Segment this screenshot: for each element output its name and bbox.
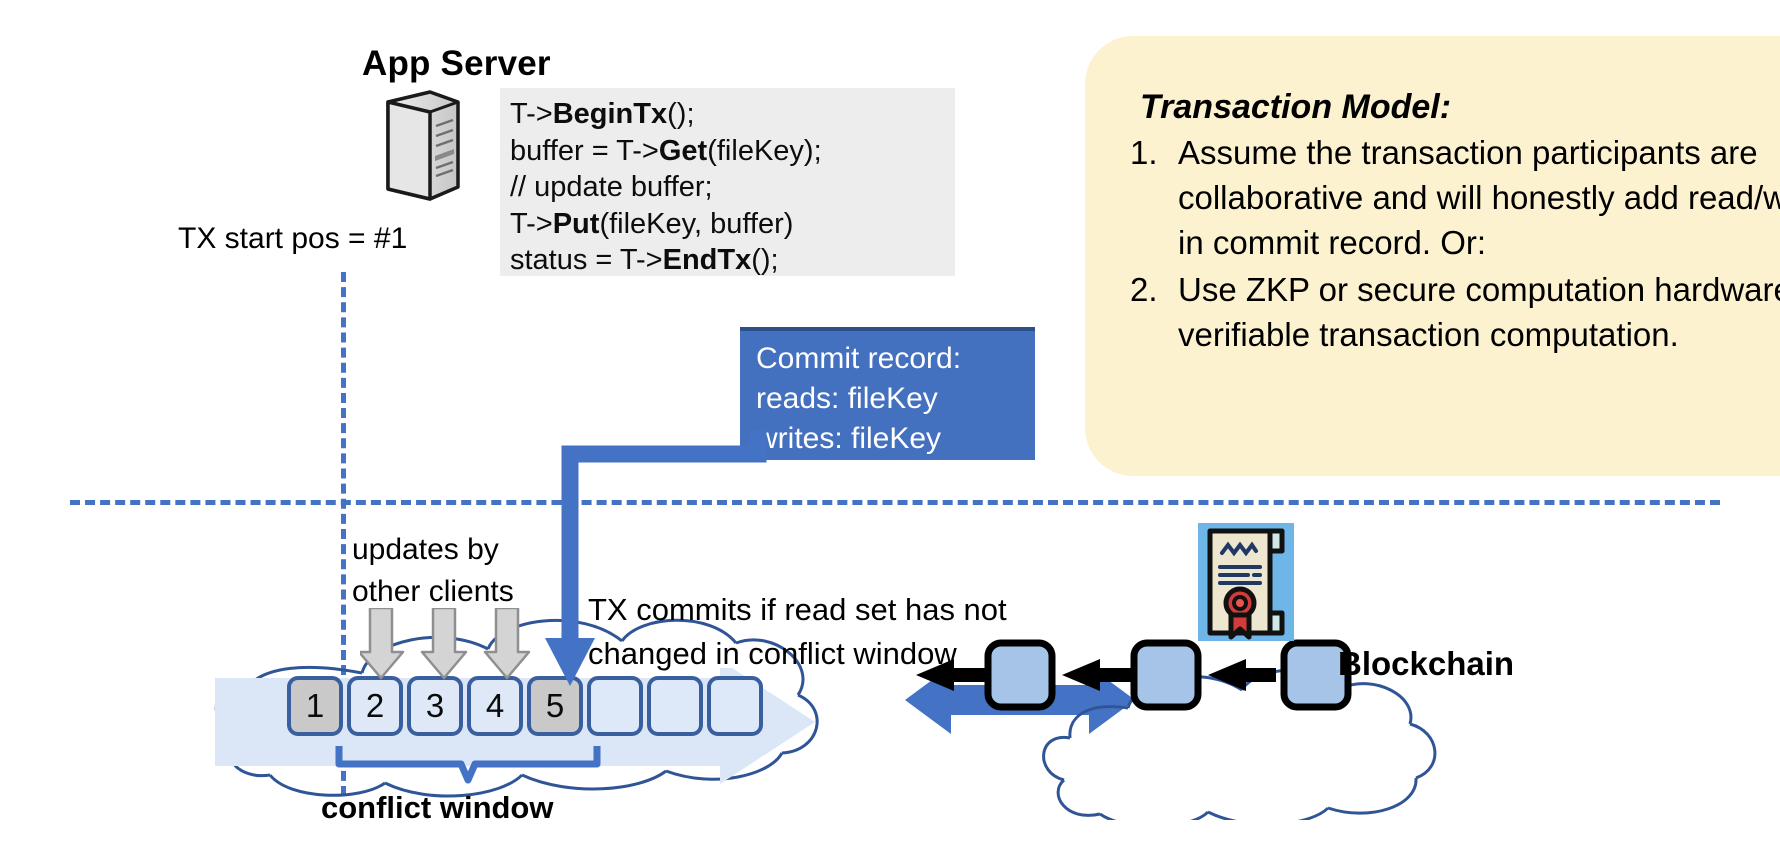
- ledger-cell[interactable]: 5: [527, 676, 583, 736]
- ledger-cell[interactable]: 2: [347, 676, 403, 736]
- server-tower-icon: [368, 88, 478, 203]
- note-list-item: 2. Use ZKP or secure computation hardwar…: [1130, 271, 1780, 353]
- ledger-cell[interactable]: [647, 676, 703, 736]
- ledger-cells-row: 1 2 3 4 5: [287, 676, 763, 736]
- code-line-0: T->BeginTx();: [510, 98, 695, 130]
- ledger-cell[interactable]: 3: [407, 676, 463, 736]
- tier-separator-dashed-line: [70, 500, 1720, 505]
- update-arrow-icon: [360, 608, 405, 680]
- ledger-cell[interactable]: 4: [467, 676, 523, 736]
- conflict-window-label: conflict window: [321, 790, 554, 825]
- certificate-icon: [1198, 523, 1294, 641]
- tx-start-pos-dashed-line: [341, 272, 346, 796]
- code-line-3: T->Put(fileKey, buffer): [510, 207, 794, 240]
- commit-flow-arrow: [545, 430, 767, 686]
- ledger-cell[interactable]: [707, 676, 763, 736]
- commit-record-writes: writes: fileKey: [756, 422, 942, 455]
- local-ledger-cloud: [214, 618, 819, 798]
- commit-record-box: Commit record: reads: fileKey writes: fi…: [740, 327, 1035, 460]
- conflict-window-brace: [335, 746, 601, 784]
- note-list-item: 1. Assume the transaction participants a…: [1130, 134, 1780, 261]
- tx-start-pos-label: TX start pos = #1: [178, 222, 408, 255]
- transaction-model-title: Transaction Model:: [1140, 88, 1452, 126]
- update-arrow-icon: [483, 608, 531, 680]
- code-block: T->BeginTx(); buffer = T->Get(fileKey); …: [500, 88, 955, 276]
- blockchain-block-last: [1280, 639, 1352, 711]
- blockchain-label: Blockchain: [1338, 645, 1515, 682]
- app-server-title: App Server: [362, 44, 551, 83]
- ledger-cell[interactable]: [587, 676, 643, 736]
- transaction-model-list: 1. Assume the transaction participants a…: [1130, 130, 1780, 359]
- code-line-1: buffer = T->Get(fileKey);: [510, 134, 822, 167]
- blockchain-blocks-group: [916, 639, 1276, 711]
- updates-arrows-group: [360, 608, 531, 680]
- code-line-2: // update buffer;: [510, 171, 713, 203]
- update-arrow-icon: [420, 608, 468, 680]
- commit-record-reads: reads: fileKey: [756, 382, 938, 415]
- tx-commits-condition-label: TX commits if read set has not changed i…: [588, 592, 1007, 671]
- commit-record-title: Commit record:: [756, 342, 962, 375]
- code-line-4: status = T->EndTx();: [510, 244, 779, 276]
- transaction-model-note: [1085, 36, 1780, 476]
- updates-by-other-clients-label: updates by other clients: [352, 533, 514, 608]
- ledger-cell[interactable]: 1: [287, 676, 343, 736]
